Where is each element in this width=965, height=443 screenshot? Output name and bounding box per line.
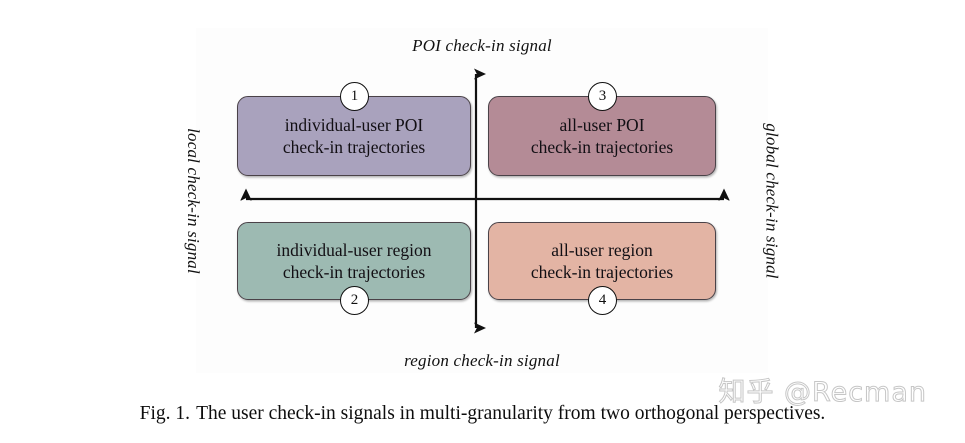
figure-diagram: POI check-in signal region check-in sign… bbox=[184, 28, 781, 373]
axis-label-bottom: region check-in signal bbox=[404, 351, 560, 370]
quadrant-4-line-1: all-user region bbox=[551, 239, 653, 260]
quadrant-2-line-1: individual-user region bbox=[276, 239, 432, 260]
quadrant-box-2: individual-user region check-in trajecto… bbox=[237, 222, 471, 300]
quadrant-box-3: all-user POI check-in trajectories bbox=[488, 96, 716, 176]
quadrant-2-line-2: check-in trajectories bbox=[282, 262, 426, 282]
quadrant-badge-2: 2 bbox=[340, 286, 369, 315]
axis-label-left: local check-in signal bbox=[184, 127, 203, 274]
quadrant-4-line-2: check-in trajectories bbox=[530, 262, 674, 282]
quadrant-1-line-2: check-in trajectories bbox=[282, 137, 426, 157]
axis-label-top: POI check-in signal bbox=[412, 36, 552, 55]
quadrant-3-line-1: all-user POI bbox=[559, 114, 645, 135]
axis-arrows bbox=[196, 68, 768, 334]
quadrant-1-line-1: individual-user POI bbox=[284, 114, 424, 135]
quadrant-badge-3: 3 bbox=[588, 82, 617, 111]
quadrant-badge-4: 4 bbox=[588, 286, 617, 315]
figure-caption-text: The user check-in signals in multi-granu… bbox=[196, 403, 826, 424]
axis-label-right: global check-in signal bbox=[762, 122, 781, 279]
figure-caption-number: Fig. 1. bbox=[139, 403, 191, 424]
figure-caption: Fig. 1.The user check-in signals in mult… bbox=[0, 403, 965, 425]
quadrant-3-line-2: check-in trajectories bbox=[530, 137, 674, 157]
quadrant-badge-1: 1 bbox=[340, 82, 369, 111]
